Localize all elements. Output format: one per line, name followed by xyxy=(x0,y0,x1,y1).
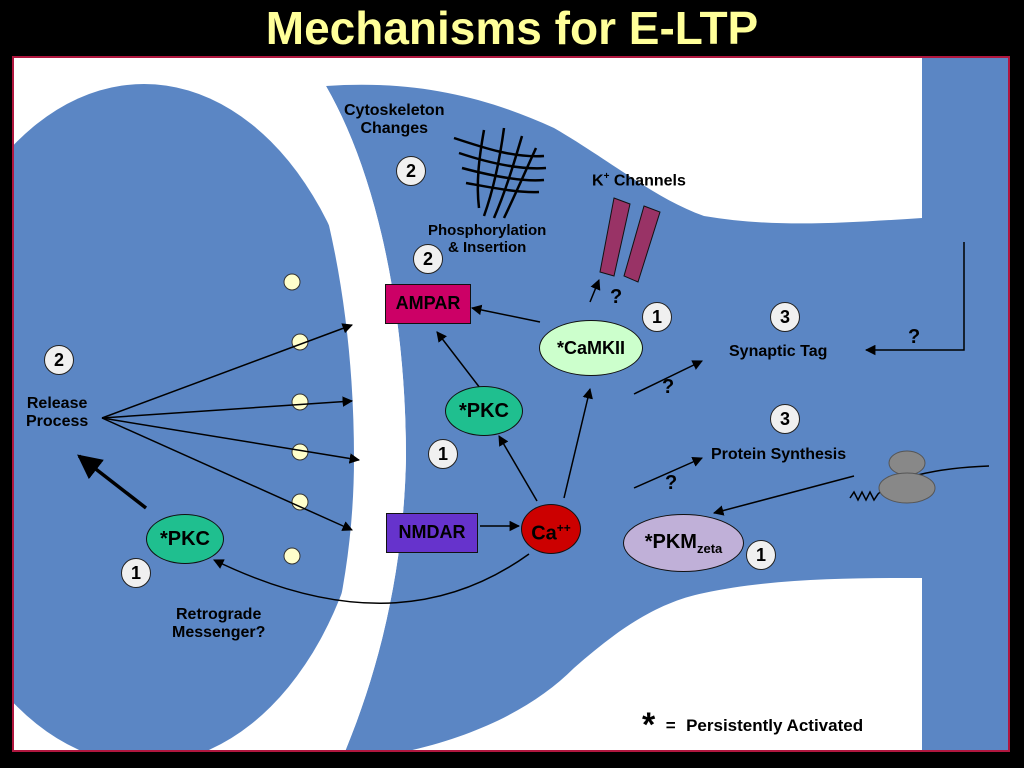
retrograde-messenger-label: Retrograde Messenger? xyxy=(172,606,266,642)
diagram-canvas xyxy=(14,58,1008,750)
vesicles xyxy=(283,273,309,565)
signaling-arrows xyxy=(213,279,855,604)
legend-equals: = xyxy=(665,715,676,735)
vesicle-icon xyxy=(291,393,309,411)
legend-star: * xyxy=(642,706,656,744)
pkc-to-release-arrow xyxy=(77,454,148,510)
question-mark: ? xyxy=(665,472,678,494)
diagram-frame: Cytoskeleton Changes 2 K+ Channels Phosp… xyxy=(12,56,1010,752)
number-badge: 2 xyxy=(44,345,74,375)
question-mark: ? xyxy=(662,376,675,398)
question-mark: ? xyxy=(610,286,623,308)
synaptic-cleft xyxy=(272,58,406,750)
number-badge: 3 xyxy=(770,302,800,332)
ampar-box: AMPAR xyxy=(385,284,471,324)
cytoskeleton-label: Cytoskeleton Changes xyxy=(344,102,445,138)
k-channel-icon xyxy=(623,205,661,283)
number-badge: 2 xyxy=(396,156,426,186)
number-badge: 2 xyxy=(413,244,443,274)
k-channels-label: K+ Channels xyxy=(592,171,686,190)
page-title: Mechanisms for E-LTP xyxy=(265,2,759,54)
synaptic-tag-label: Synaptic Tag xyxy=(729,343,828,360)
protein-synthesis-label: Protein Synthesis xyxy=(711,446,847,463)
vesicle-icon xyxy=(291,493,309,511)
presynaptic-terminal xyxy=(14,84,372,750)
number-badge: 1 xyxy=(642,302,672,332)
phosphorylation-label: Phosphorylation & Insertion xyxy=(428,222,547,257)
cytoskeleton-filaments-icon xyxy=(453,127,547,219)
camkii-oval: *CaMKII xyxy=(539,320,643,376)
postsynaptic-spine xyxy=(326,58,1008,750)
ribosome-icon xyxy=(849,450,990,504)
presynaptic-axon xyxy=(14,248,54,600)
nmdar-box: NMDAR xyxy=(386,513,478,553)
number-badge: 1 xyxy=(746,540,776,570)
release-arrows xyxy=(77,323,361,531)
question-mark: ? xyxy=(908,326,921,348)
number-badge: 1 xyxy=(121,558,151,588)
legend: * = Persistently Activated xyxy=(642,706,863,745)
release-process-label: Release Process xyxy=(26,395,89,431)
synaptic-tag-bracket xyxy=(864,242,965,356)
number-badge: 3 xyxy=(770,404,800,434)
pkc-post-oval: *PKC xyxy=(445,386,523,436)
vesicle-icon xyxy=(283,547,301,565)
vesicle-icon xyxy=(283,273,301,291)
pkc-pre-oval: *PKC xyxy=(146,514,224,564)
legend-text: Persistently Activated xyxy=(686,715,864,735)
number-badge: 1 xyxy=(428,439,458,469)
k-channel-icon xyxy=(599,197,631,277)
retrograde-arrow xyxy=(213,553,530,604)
pkm-zeta-oval: *PKMzeta xyxy=(623,514,744,572)
calcium-oval: Ca++ xyxy=(521,504,581,554)
